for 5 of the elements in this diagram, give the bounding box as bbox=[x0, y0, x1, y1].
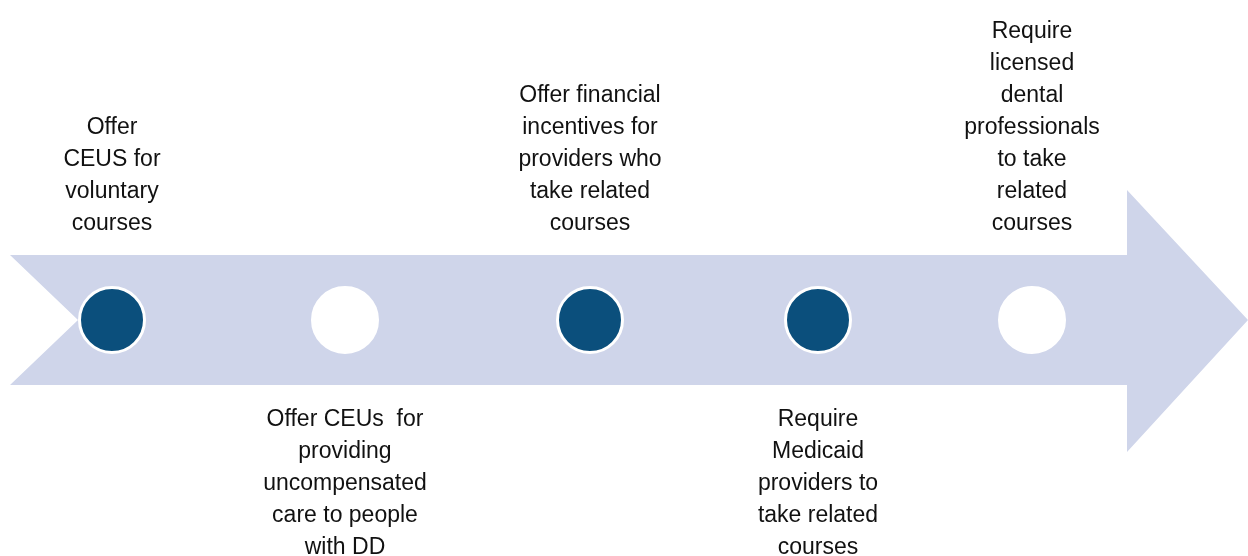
milestone-caption: Offer financial incentives for providers who take related courses bbox=[517, 80, 663, 237]
milestone-caption: Require licensed dental professionals to take related courses bbox=[963, 16, 1101, 237]
milestone-caption: Require Medicaid providers to take related courses bbox=[756, 404, 880, 556]
milestone-caption: Offer CEUs for providing uncompensated care to people with DD bbox=[262, 404, 428, 556]
milestone-caption: Offer CEUS for voluntary courses bbox=[62, 112, 162, 237]
